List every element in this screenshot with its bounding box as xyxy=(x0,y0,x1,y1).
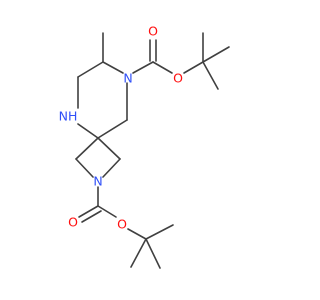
bonds xyxy=(75,32,230,269)
bond-c7-c6 xyxy=(77,61,104,78)
atom-n-piperazine-tert: N xyxy=(123,71,132,86)
atom-labels: O O N NH N O O xyxy=(59,24,183,232)
bond-bottom-c-o-double-2 xyxy=(81,210,102,223)
bond-bottom-oester-cq xyxy=(127,228,147,240)
bond-top-oester-cq xyxy=(183,61,204,74)
atom-o-bottom-carbonyl: O xyxy=(68,215,78,230)
bond-nh-spiro xyxy=(77,123,99,139)
bond-top-c-oester xyxy=(152,61,173,74)
bond-bottom-cq-me1 xyxy=(145,238,161,269)
bond-top-cq-me2 xyxy=(202,46,230,63)
bond-c3-spiro xyxy=(97,137,121,160)
bond-n8-c7 xyxy=(102,61,124,74)
atom-n-azetidine: N xyxy=(93,174,102,189)
bond-bottom-cq-me3 xyxy=(130,238,147,268)
bond-spiro-c9 xyxy=(97,119,128,139)
molecule-structure: O O N NH N O O xyxy=(59,24,230,269)
atom-o-top-carbonyl: O xyxy=(148,24,158,39)
bond-top-cq-me3 xyxy=(202,61,219,90)
bond-spiro-c1 xyxy=(75,137,99,160)
bond-n8-carbonyl-c xyxy=(132,61,154,74)
bond-bottom-c-o-double-1 xyxy=(78,205,99,218)
atom-o-bottom-ester: O xyxy=(117,217,127,232)
bond-n2-c3 xyxy=(102,158,121,178)
bond-c1-n2 xyxy=(75,158,94,178)
bond-bottom-c-oester xyxy=(97,205,117,218)
bond-bottom-cq-me2 xyxy=(145,224,174,240)
molecule-canvas: O O N NH N O O xyxy=(59,24,230,269)
atom-nh-piperazine: NH xyxy=(59,109,78,124)
atom-o-top-ester: O xyxy=(173,71,183,86)
